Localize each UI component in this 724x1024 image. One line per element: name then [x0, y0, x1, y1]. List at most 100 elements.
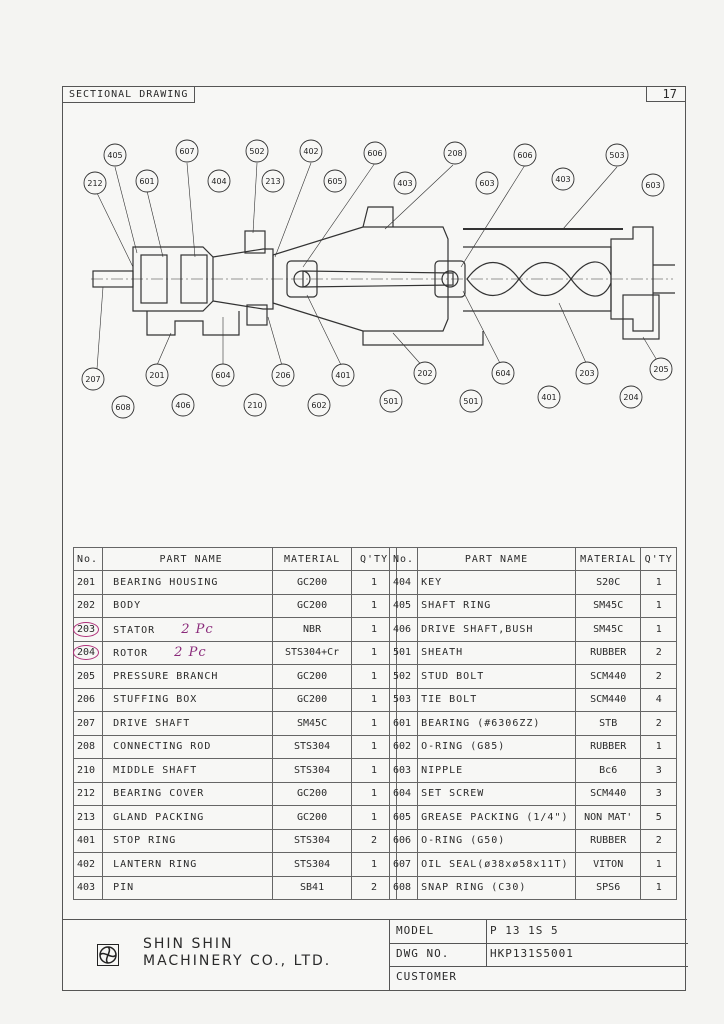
- part-qty: 1: [640, 570, 677, 595]
- bottom-callout-206: 206: [271, 363, 295, 387]
- top-callout-605: 605: [323, 169, 347, 193]
- part-no: 401: [72, 828, 104, 853]
- part-name: O-RING (G85): [417, 734, 576, 759]
- part-material: STS304: [272, 758, 353, 783]
- part-material: STS304+Cr: [272, 640, 353, 665]
- sheet-title: SECTIONAL DRAWING: [63, 87, 196, 103]
- top-callout-601: 601: [135, 169, 159, 193]
- col-material: MATERIAL: [574, 547, 642, 571]
- part-no: 603: [388, 758, 419, 783]
- svg-text:205: 205: [653, 365, 668, 374]
- bottom-callout-406: 406: [171, 393, 195, 417]
- top-callout-603: 603: [475, 171, 499, 195]
- part-no: 605: [388, 805, 419, 830]
- svg-text:212: 212: [87, 179, 102, 188]
- bottom-callout-401: 401: [331, 363, 355, 387]
- part-material: S20C: [574, 570, 642, 595]
- part-no: 210: [72, 758, 104, 783]
- part-qty: 1: [640, 852, 677, 877]
- svg-text:601: 601: [139, 177, 154, 186]
- top-callout-212: 212: [83, 171, 107, 195]
- part-no: 502: [388, 664, 419, 689]
- bottom-callout-604: 604: [211, 363, 235, 387]
- part-no: 403: [72, 875, 104, 900]
- part-name: MIDDLE SHAFT: [102, 758, 274, 783]
- part-material: NON MAT': [574, 805, 642, 830]
- svg-text:608: 608: [115, 403, 130, 412]
- part-no: 206: [72, 687, 104, 712]
- part-no: 207: [72, 711, 104, 736]
- svg-text:606: 606: [367, 149, 382, 158]
- part-no: 208: [72, 734, 104, 759]
- part-no: 202: [72, 593, 104, 618]
- part-name: SHEATH: [417, 640, 576, 665]
- part-no: 405: [388, 593, 419, 618]
- svg-text:213: 213: [265, 177, 280, 186]
- col-material: MATERIAL: [272, 547, 353, 571]
- part-material: Bc6: [574, 758, 642, 783]
- svg-text:604: 604: [215, 371, 230, 380]
- bottom-callout-201: 201: [145, 363, 169, 387]
- part-name: STUFFING BOX: [102, 687, 274, 712]
- svg-text:204: 204: [623, 393, 638, 402]
- part-name: BEARING (#6306ZZ): [417, 711, 576, 736]
- company-name: SHIN SHIN MACHINERY CO., LTD.: [143, 936, 332, 969]
- part-material: RUBBER: [574, 734, 642, 759]
- bottom-callout-604: 604: [491, 361, 515, 385]
- part-no: 402: [72, 852, 104, 877]
- svg-text:503: 503: [609, 151, 624, 160]
- bottom-callout-203: 203: [575, 361, 599, 385]
- svg-text:207: 207: [85, 375, 100, 384]
- part-no: 205: [72, 664, 104, 689]
- svg-text:403: 403: [397, 179, 412, 188]
- part-no: 201: [72, 570, 104, 595]
- part-material: SM45C: [272, 711, 353, 736]
- svg-text:607: 607: [179, 147, 194, 156]
- part-qty: 2: [640, 828, 677, 853]
- svg-text:606: 606: [517, 151, 532, 160]
- part-name: BODY: [102, 593, 274, 618]
- part-name: O-RING (G50): [417, 828, 576, 853]
- part-name: KEY: [417, 570, 576, 595]
- top-callout-213: 213: [261, 169, 285, 193]
- part-material: GC200: [272, 781, 353, 806]
- part-name: STOP RING: [102, 828, 274, 853]
- page-number: 17: [645, 86, 686, 102]
- part-material: SCM440: [574, 664, 642, 689]
- part-material: GC200: [272, 687, 353, 712]
- bottom-callout-204: 204: [619, 385, 643, 409]
- top-callout-607: 607: [175, 139, 199, 163]
- part-no: 606: [388, 828, 419, 853]
- dwg-label: DWG NO.: [396, 947, 450, 960]
- model-label: MODEL: [396, 924, 435, 937]
- part-no: 204: [72, 640, 104, 665]
- bottom-callout-207: 207: [81, 367, 105, 391]
- part-name: GREASE PACKING (1/4"): [417, 805, 576, 830]
- part-material: STS304: [272, 828, 353, 853]
- part-name: NIPPLE: [417, 758, 576, 783]
- bottom-callout-501: 501: [379, 389, 403, 413]
- part-no: 601: [388, 711, 419, 736]
- part-qty: 2: [640, 711, 677, 736]
- title-block: SHIN SHIN MACHINERY CO., LTD. MODEL P 13…: [63, 919, 688, 990]
- svg-text:604: 604: [495, 369, 510, 378]
- part-name: PRESSURE BRANCH: [102, 664, 274, 689]
- model-value: P 13 1S 5: [490, 924, 559, 937]
- part-material: GC200: [272, 593, 353, 618]
- svg-text:603: 603: [645, 181, 660, 190]
- bottom-callout-602: 602: [307, 393, 331, 417]
- svg-text:406: 406: [175, 401, 190, 410]
- part-no: 503: [388, 687, 419, 712]
- part-material: NBR: [272, 617, 353, 642]
- part-qty: 2: [640, 664, 677, 689]
